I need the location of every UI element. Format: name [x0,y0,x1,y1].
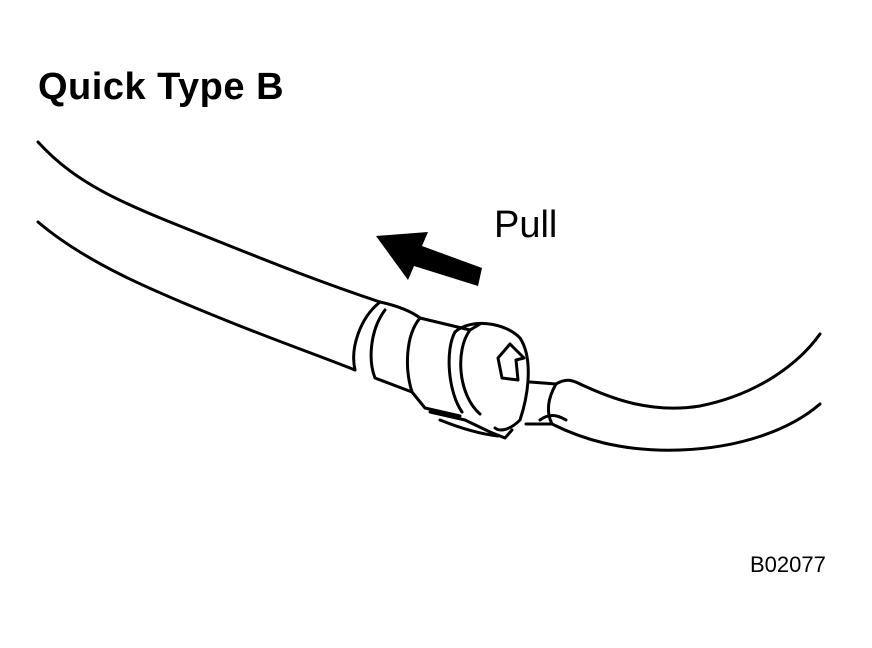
connector-body-bottom [410,390,462,418]
figure-code: B02077 [750,552,826,577]
clip-ring-outer [453,321,530,432]
small-pipe-end [547,382,558,426]
right-hose-lower-edge [550,402,822,452]
left-hose-lower-edge [36,220,357,372]
clip-ring-inner [459,328,482,416]
arrow-icon [376,232,482,286]
connector-collar-outline [369,308,414,394]
left-hose-end [352,300,382,372]
diagram-title: Quick Type B [38,66,285,108]
small-pipe-top [528,380,558,386]
clip-tab-lower [438,418,500,438]
clip-ring-left [447,330,464,414]
connector-collar-front [378,300,422,394]
right-hose-upper-edge [578,332,822,410]
clip-tab [428,410,514,440]
right-hose-lip [538,414,568,422]
pull-direction-arrow [376,232,482,286]
left-hose-upper-edge [36,140,382,304]
right-hose-end [554,378,582,386]
clip-arrow-mark [496,342,526,382]
pull-label: Pull [494,204,558,246]
